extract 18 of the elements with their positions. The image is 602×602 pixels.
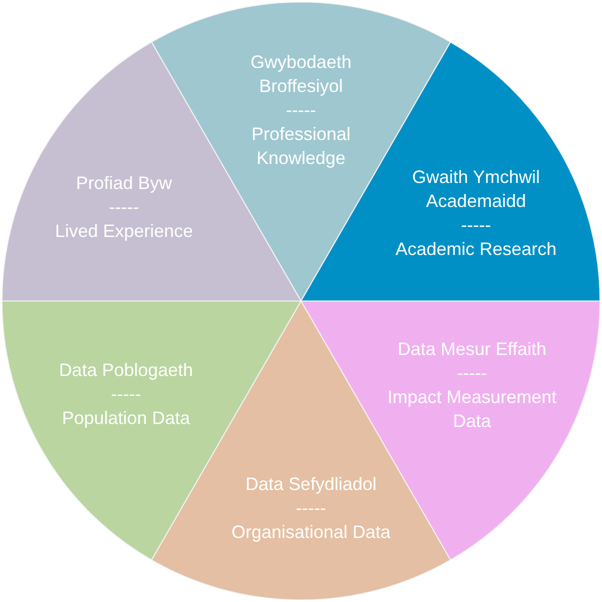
segment-subtitle: Lived Experience — [54, 220, 194, 243]
dash-separator: ----- — [111, 383, 141, 406]
dash-separator: ----- — [461, 214, 491, 237]
segment-title: Data Poblogaeth — [58, 359, 194, 382]
dash-separator: ----- — [457, 362, 487, 385]
dash-separator: ----- — [109, 196, 139, 219]
dash-separator: ----- — [286, 99, 316, 122]
segment-subtitle: Population Data — [62, 407, 190, 430]
segment-title: Data Sefydliadol — [245, 473, 377, 496]
segment-subtitle: Organisational Data — [231, 521, 391, 544]
segment-title: Profiad Byw — [76, 172, 172, 195]
segment-title: Data Mesur Effaith — [398, 338, 546, 361]
segment-subtitle: Academic Research — [395, 238, 557, 261]
segment-subtitle: Professional Knowledge — [250, 123, 352, 170]
segment-title: Gwaith Ymchwil Academaidd — [411, 166, 541, 213]
dash-separator: ----- — [296, 497, 326, 520]
segment-title: Gwybodaeth Broffesiyol — [249, 51, 353, 98]
segment-subtitle: Impact Measurement Data — [386, 386, 558, 433]
